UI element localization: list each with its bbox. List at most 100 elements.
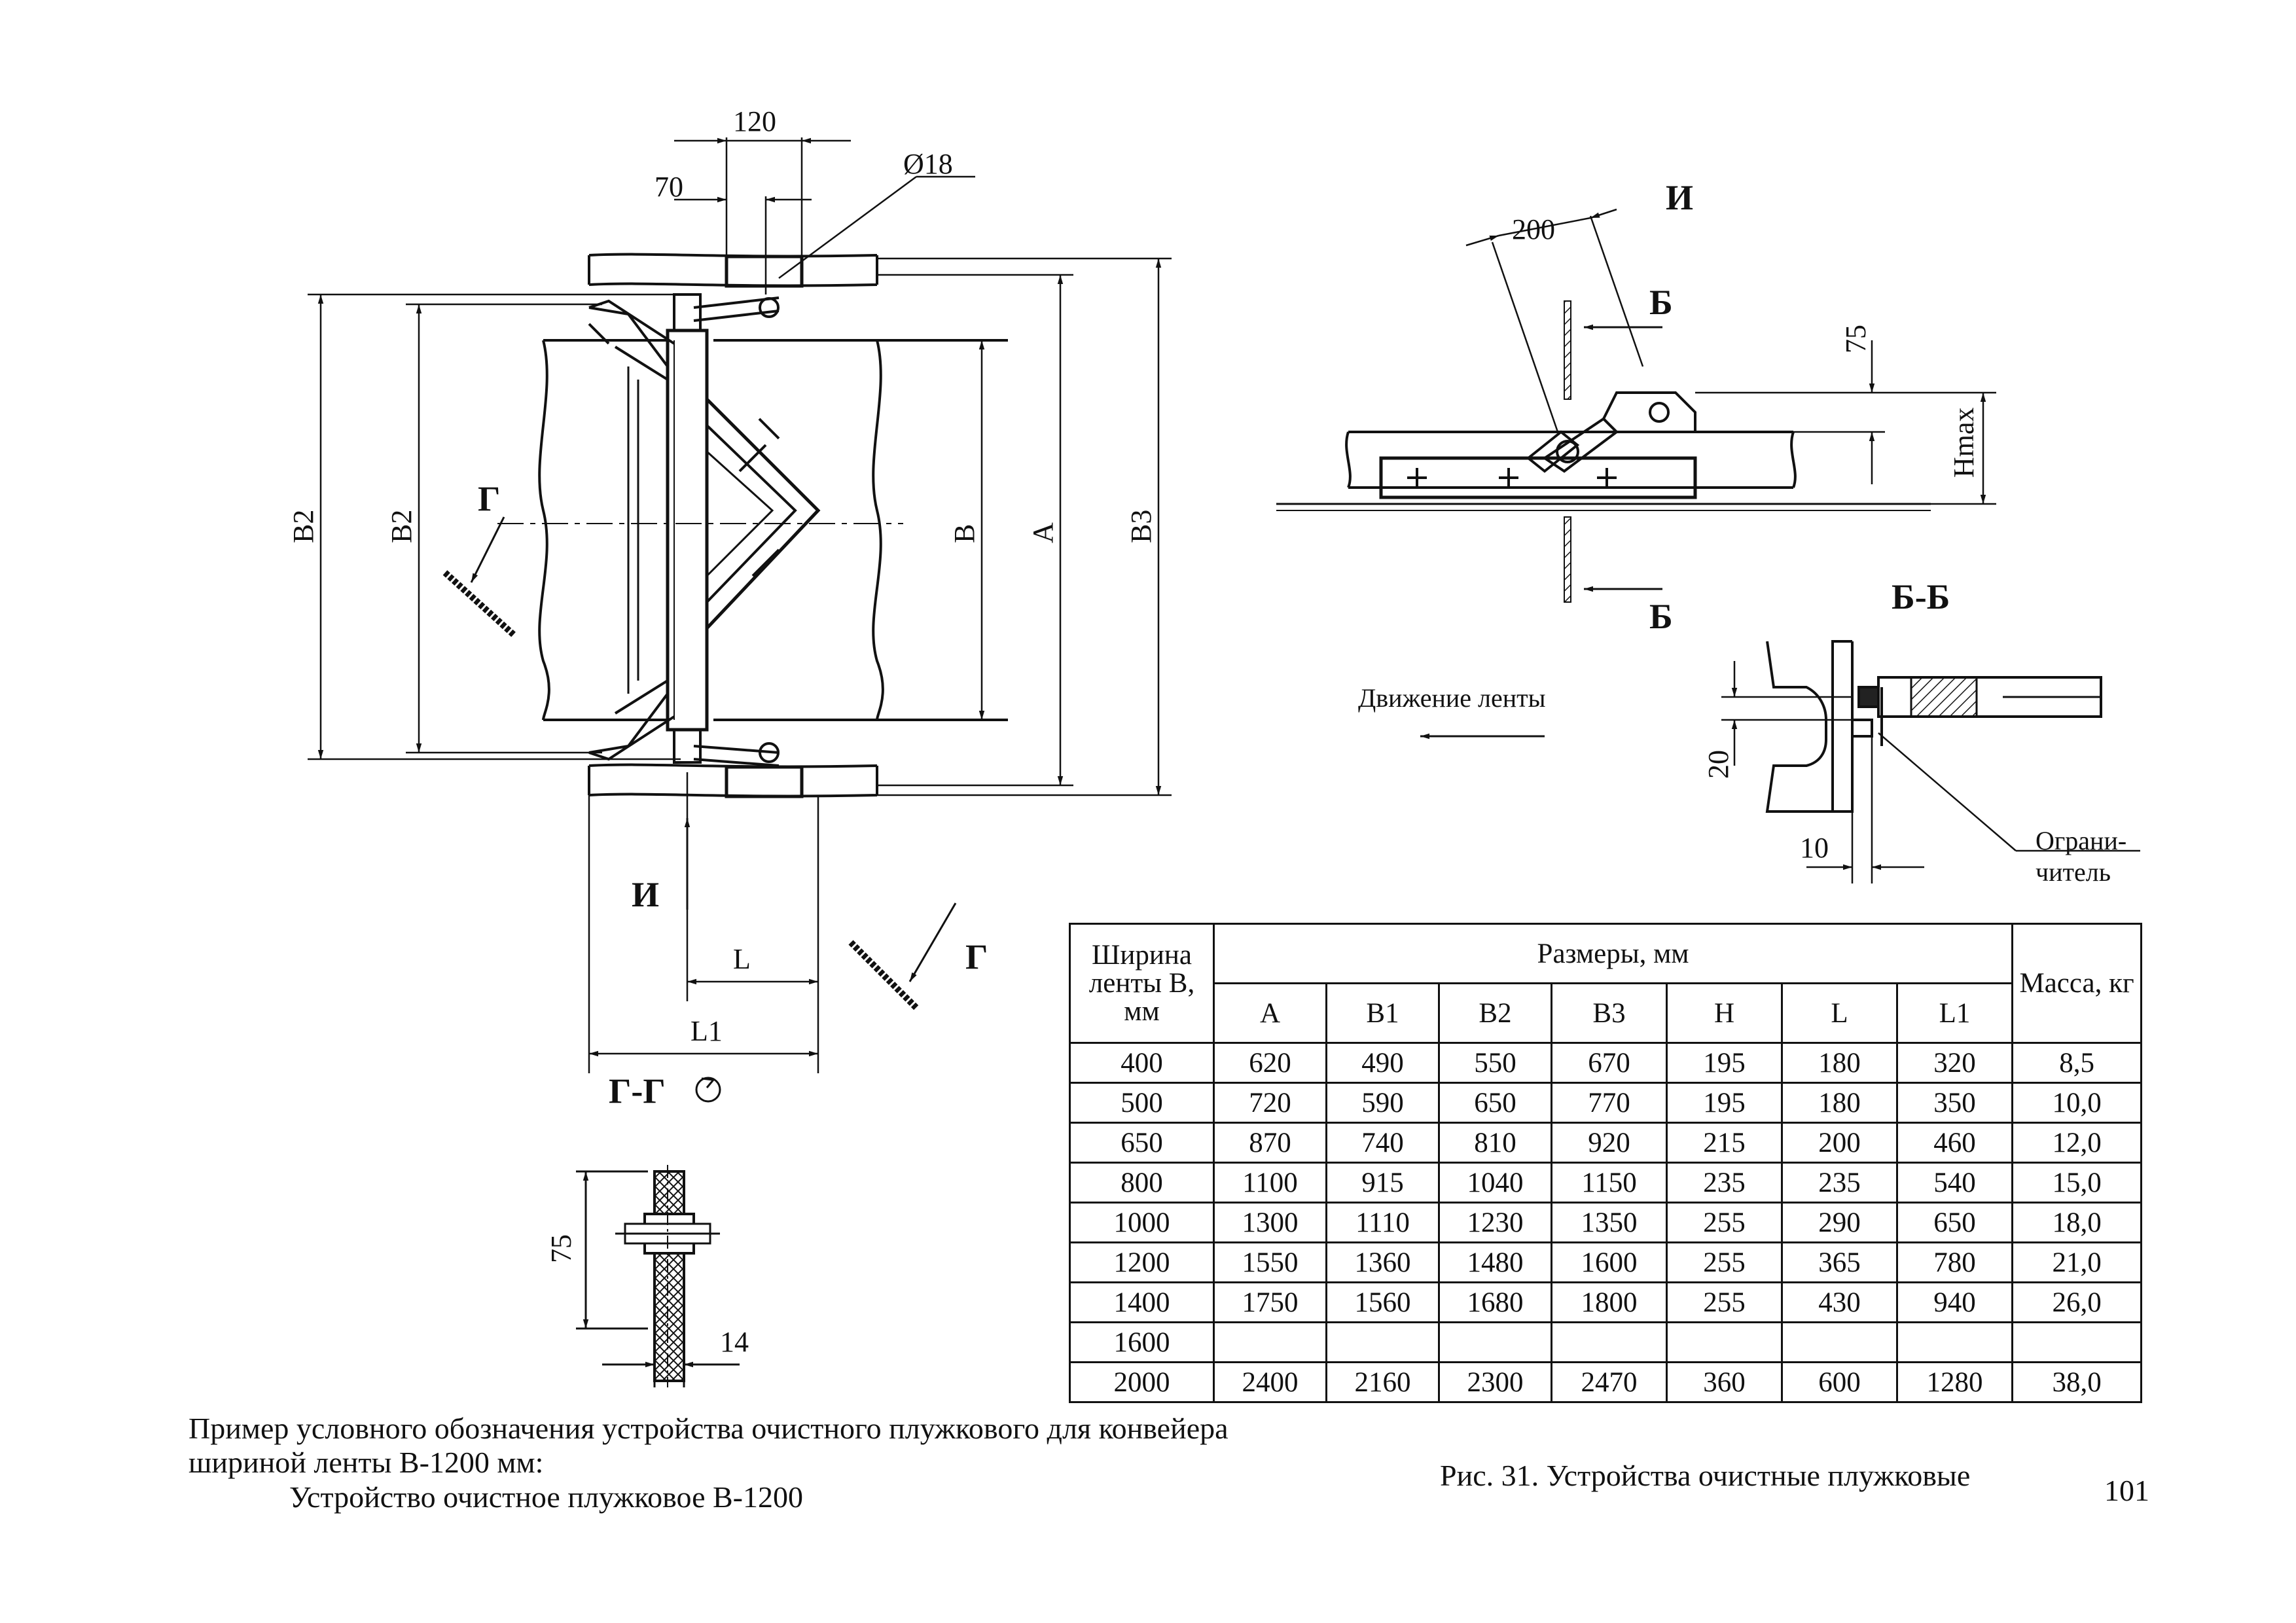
table-row: 1600 xyxy=(1069,1321,2143,1363)
table-cell xyxy=(1325,1321,1440,1363)
view-i-dimensions xyxy=(1420,208,1996,740)
table-cell: 460 xyxy=(1895,1122,2014,1164)
table-cell xyxy=(1551,1321,1668,1363)
column-header-h: H xyxy=(1666,982,1783,1044)
page-number: 101 xyxy=(2104,1474,2149,1507)
table-cell: 800 xyxy=(1069,1162,1215,1204)
table-cell: 38,0 xyxy=(2011,1361,2143,1403)
view-i xyxy=(1276,300,1931,603)
table-cell: 8,5 xyxy=(2011,1042,2143,1084)
dim-bb-10: 10 xyxy=(1800,832,1829,864)
designation-example-line2: шириной ленты B-1200 мм: xyxy=(188,1446,544,1479)
drawing-labels: 120 70 Ø18 B2 B2 B A B3 L L1 Г Г И Г-Г 7… xyxy=(287,105,2126,1358)
table-cell: 490 xyxy=(1325,1042,1440,1084)
table-cell: 1040 xyxy=(1438,1162,1552,1204)
table-cell: 235 xyxy=(1781,1162,1898,1204)
dim-gg-14: 14 xyxy=(720,1326,749,1358)
column-header-b1: B1 xyxy=(1325,982,1440,1044)
table-cell: 195 xyxy=(1666,1042,1783,1084)
figure-caption: Рис. 31. Устройства очистные плужковые xyxy=(1440,1459,1971,1492)
table-cell xyxy=(1666,1321,1783,1363)
dim-70: 70 xyxy=(655,171,683,203)
header-belt-width: Ширина ленты B, мм xyxy=(1069,923,1215,1044)
table-cell: 720 xyxy=(1213,1082,1327,1124)
dim-hmax: Hmax xyxy=(1948,407,1980,478)
table-cell: 1200 xyxy=(1069,1241,1215,1283)
table-cell: 430 xyxy=(1781,1281,1898,1323)
dim-l: L xyxy=(733,943,751,975)
header-sizes: Размеры, мм xyxy=(1212,923,2014,984)
table-cell: 1600 xyxy=(1551,1241,1668,1283)
table-cell xyxy=(1438,1321,1552,1363)
table-cell: 400 xyxy=(1069,1042,1215,1084)
dim-b3: B3 xyxy=(1125,510,1157,543)
table-cell: 1110 xyxy=(1325,1202,1440,1243)
header-mass: Масса, кг xyxy=(2011,923,2143,1044)
table-cell: 10,0 xyxy=(2011,1082,2143,1124)
table-cell: 15,0 xyxy=(2011,1162,2143,1204)
table-cell: 1100 xyxy=(1213,1162,1327,1204)
table-cell: 365 xyxy=(1781,1241,1898,1283)
table-cell: 1280 xyxy=(1895,1361,2014,1403)
dim-b: B xyxy=(948,524,980,543)
table-cell: 235 xyxy=(1666,1162,1783,1204)
table-cell: 1680 xyxy=(1438,1281,1552,1323)
table-cell: 940 xyxy=(1895,1281,2014,1323)
designation-example-line1: Пример условного обозначения устройства … xyxy=(188,1412,1229,1445)
table-cell: 320 xyxy=(1895,1042,2014,1084)
designation-example-line3: Устройство очистное плужковое B-1200 xyxy=(289,1480,803,1514)
table-cell: 1360 xyxy=(1325,1241,1440,1283)
table-cell: 740 xyxy=(1325,1122,1440,1164)
table-cell: 290 xyxy=(1781,1202,1898,1243)
section-bb xyxy=(1765,640,2102,813)
table-cell: 195 xyxy=(1666,1082,1783,1124)
table-cell: 180 xyxy=(1781,1082,1898,1124)
column-header-a: A xyxy=(1213,982,1327,1044)
table-cell: 1000 xyxy=(1069,1202,1215,1243)
view-mark-i: И xyxy=(632,875,659,914)
limiter-label: Ограни-читель xyxy=(2036,826,2126,887)
section-mark-b-top: Б xyxy=(1649,283,1673,322)
section-bb-dimensions xyxy=(1721,661,2140,883)
table-cell xyxy=(1781,1321,1898,1363)
column-header-b3: B3 xyxy=(1551,982,1668,1044)
section-title-gg: Г-Г xyxy=(609,1071,666,1111)
column-header-b2: B2 xyxy=(1438,982,1552,1044)
table-cell: 915 xyxy=(1325,1162,1440,1204)
table-cell: 670 xyxy=(1551,1042,1668,1084)
table-cell: 2400 xyxy=(1213,1361,1327,1403)
dim-a: A xyxy=(1027,522,1059,543)
table-cell: 1560 xyxy=(1325,1281,1440,1323)
table-cell: 18,0 xyxy=(2011,1202,2143,1243)
table-cell: 2160 xyxy=(1325,1361,1440,1403)
dim-b2-outer: B2 xyxy=(287,510,319,543)
plan-dimensions xyxy=(308,137,1172,1073)
section-mark-b-bottom: Б xyxy=(1649,597,1673,636)
table-cell: 1300 xyxy=(1213,1202,1327,1243)
table-cell: 255 xyxy=(1666,1241,1783,1283)
table-cell: 650 xyxy=(1895,1202,2014,1243)
dim-l1: L1 xyxy=(691,1015,723,1047)
table-cell: 1750 xyxy=(1213,1281,1327,1323)
table-cell: 1150 xyxy=(1551,1162,1668,1204)
table-cell: 26,0 xyxy=(2011,1281,2143,1323)
table-cell: 870 xyxy=(1213,1122,1327,1164)
table-cell: 360 xyxy=(1666,1361,1783,1403)
table-cell xyxy=(2011,1321,2143,1363)
table-cell: 550 xyxy=(1438,1042,1552,1084)
column-header-l1: L1 xyxy=(1895,982,2014,1044)
table-cell: 215 xyxy=(1666,1122,1783,1164)
column-header-l: L xyxy=(1781,982,1898,1044)
section-g-marks xyxy=(442,516,957,1103)
table-cell: 200 xyxy=(1781,1122,1898,1164)
table-cell: 770 xyxy=(1551,1082,1668,1124)
table-cell: 500 xyxy=(1069,1082,1215,1124)
table-cell: 590 xyxy=(1325,1082,1440,1124)
table-cell: 1600 xyxy=(1069,1321,1215,1363)
section-title-bb: Б-Б xyxy=(1892,577,1950,616)
